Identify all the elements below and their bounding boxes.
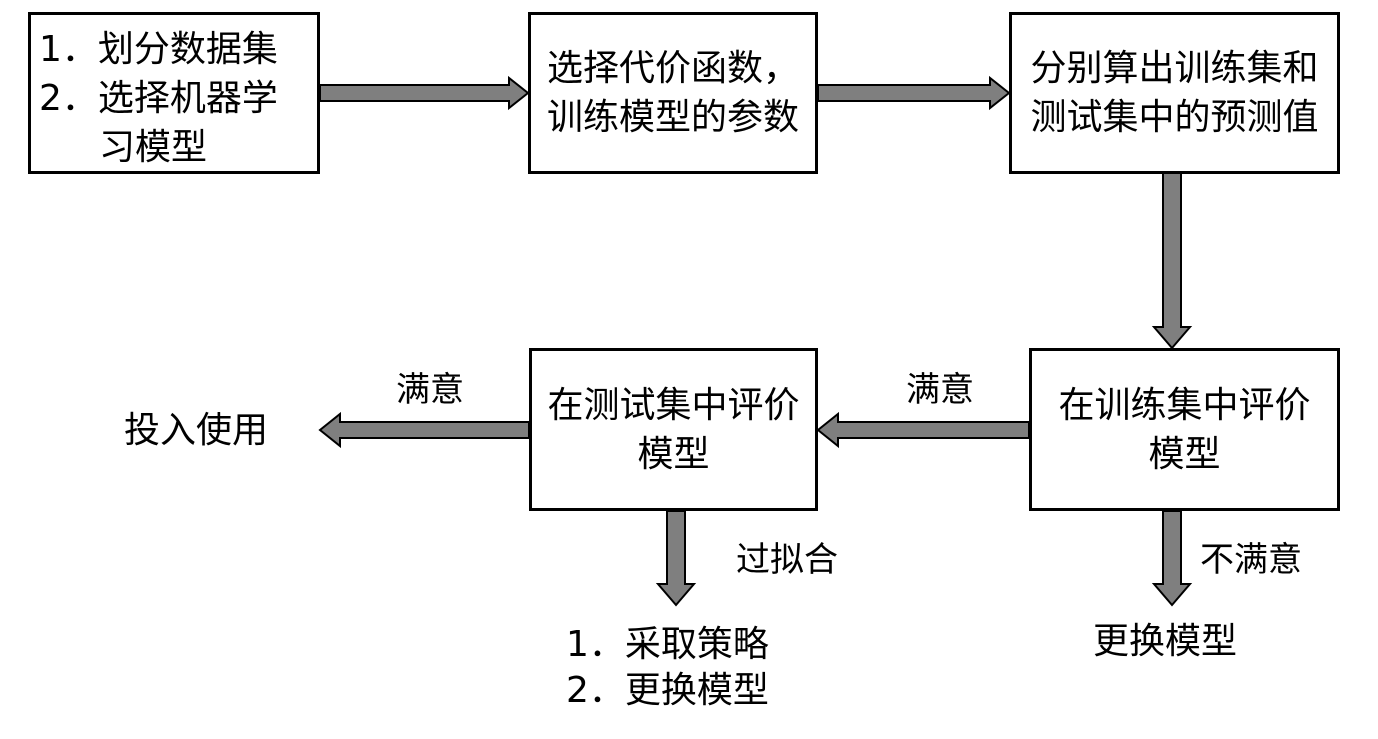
test-eval-line-1: 在测试集中评价 [547, 384, 800, 426]
step1-line-3: 习模型 [99, 127, 208, 168]
label-satisfied-train: 满意 [906, 370, 974, 410]
outcome-change-model: 更换模型 [1093, 621, 1238, 662]
overfit-action-1: 1．采取策略 [566, 624, 769, 665]
label-unsatisfied: 不满意 [1200, 540, 1302, 580]
step1-box: 1．划分数据集 2．选择机器学 习模型 [28, 12, 320, 174]
arrow-step1-to-step2 [319, 75, 530, 111]
train-eval-line-2: 模型 [1148, 433, 1221, 475]
step1-text: 1．划分数据集 2．选择机器学 习模型 [39, 25, 317, 172]
step3-text: 分别算出训练集和 测试集中的预测值 [1030, 44, 1318, 142]
step3-line-1: 分别算出训练集和 [1030, 48, 1319, 89]
step1-line-1: 1．划分数据集 [39, 29, 278, 70]
arrow-test-eval-to-overfit [655, 510, 697, 607]
step2-line-1: 选择代价函数， [546, 48, 799, 89]
arrow-test-eval-to-deploy [318, 411, 530, 449]
outcome-overfit-actions: 1．采取策略 2．更换模型 [566, 622, 769, 714]
step2-line-2: 训练模型的参数 [546, 97, 799, 138]
train-eval-line-1: 在训练集中评价 [1058, 384, 1311, 426]
outcome-deploy: 投入使用 [124, 410, 269, 451]
test-eval-text: 在测试集中评价 模型 [547, 381, 799, 479]
test-eval-line-2: 模型 [637, 433, 710, 475]
label-satisfied-test: 满意 [396, 370, 464, 410]
arrow-step2-to-step3 [817, 75, 1011, 111]
train-eval-box: 在训练集中评价 模型 [1029, 348, 1340, 511]
step3-box: 分别算出训练集和 测试集中的预测值 [1009, 12, 1340, 174]
step2-box: 选择代价函数， 训练模型的参数 [528, 12, 818, 174]
step1-line-2: 2．选择机器学 [39, 78, 278, 119]
label-overfit: 过拟合 [736, 540, 838, 580]
arrow-train-eval-to-change-model [1151, 510, 1193, 607]
train-eval-text: 在训练集中评价 模型 [1058, 381, 1310, 479]
arrow-step3-to-train-eval [1151, 172, 1193, 350]
step2-text: 选择代价函数， 训练模型的参数 [547, 44, 799, 142]
test-eval-box: 在测试集中评价 模型 [529, 348, 818, 511]
arrow-train-to-test-eval [816, 411, 1030, 449]
step3-line-2: 测试集中的预测值 [1030, 97, 1319, 138]
overfit-action-2: 2．更换模型 [566, 670, 769, 711]
